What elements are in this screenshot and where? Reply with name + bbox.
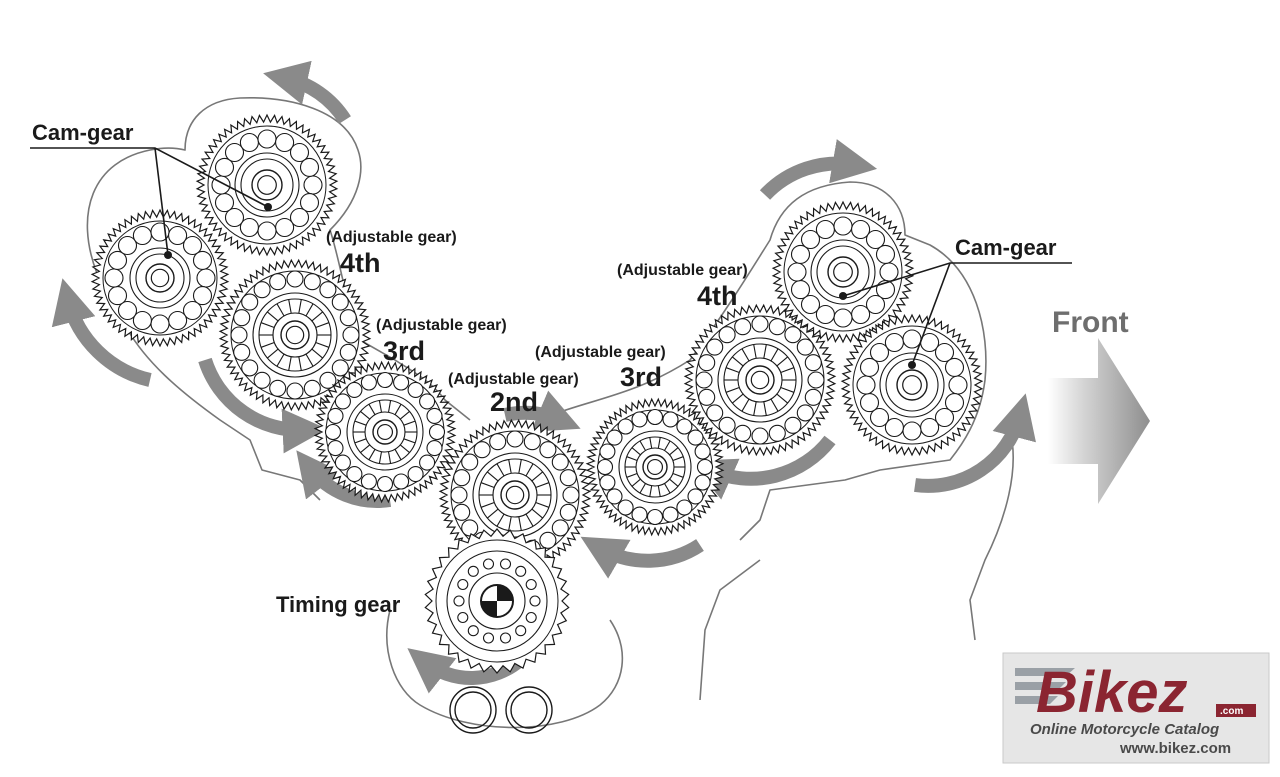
adj-right-4th-gear [683,303,837,457]
gears-layer [90,113,984,674]
bikez-logo-wordmark: Bikez [1036,660,1188,725]
rotation-arrow [914,393,1036,493]
cam-gear-left-lower [90,208,230,348]
adj-right-3rd-caption: (Adjustable gear) [535,344,666,361]
rotation-arrows [51,60,1036,694]
cam-gear-right-leader-2 [911,262,951,366]
adj-left-3rd-gear [313,360,457,504]
rotation-arrow [198,357,328,454]
bikez-logo-tagline: Online Motorcycle Catalog [1030,721,1219,738]
adj-right-3rd-gear [585,397,725,537]
rotation-arrow [503,390,581,432]
adj-left-4th-caption: (Adjustable gear) [326,229,457,246]
timing-gear-center-mark [480,584,514,618]
adj-right-3rd-order: 3rd [620,362,662,392]
cam-gear-left-label: Cam-gear [32,120,134,145]
adj-left-3rd-order: 3rd [383,336,425,366]
cam-gear-right-upper [771,200,915,344]
rotation-arrow [296,450,392,508]
crank-journals [449,686,553,734]
timing-gear-label: Timing gear [276,592,401,617]
bikez-logo-url: www.bikez.com [1119,740,1231,757]
front-arrow: Front [1048,306,1150,504]
leader-lines [30,147,1072,366]
adj-left-4th-gear [218,258,372,412]
adj-center-2nd-caption: (Adjustable gear) [448,371,579,388]
cam-gear-right-label: Cam-gear [955,235,1057,260]
adj-left-3rd-caption: (Adjustable gear) [376,317,507,334]
rotation-arrow [689,435,836,500]
bikez-logo-tld: .com [1220,706,1243,717]
adj-center-2nd-order: 2nd [490,387,538,417]
rotation-arrow [580,536,704,579]
cam-gear-right-lower [840,313,984,457]
rotation-arrow [263,60,351,124]
leader-dots [164,203,916,369]
front-label: Front [1052,306,1129,339]
bikez-logo: Bikez .com Online Motorcycle Catalog www… [1002,652,1270,764]
adj-left-4th-order: 4th [340,248,381,278]
cam-gear-left-upper [195,113,339,257]
rotation-arrow [51,278,152,387]
cam-gear-left-leader-2 [154,147,169,256]
adj-right-4th-order: 4th [697,281,738,311]
adj-right-4th-caption: (Adjustable gear) [617,262,748,279]
rotation-arrow [759,139,878,200]
